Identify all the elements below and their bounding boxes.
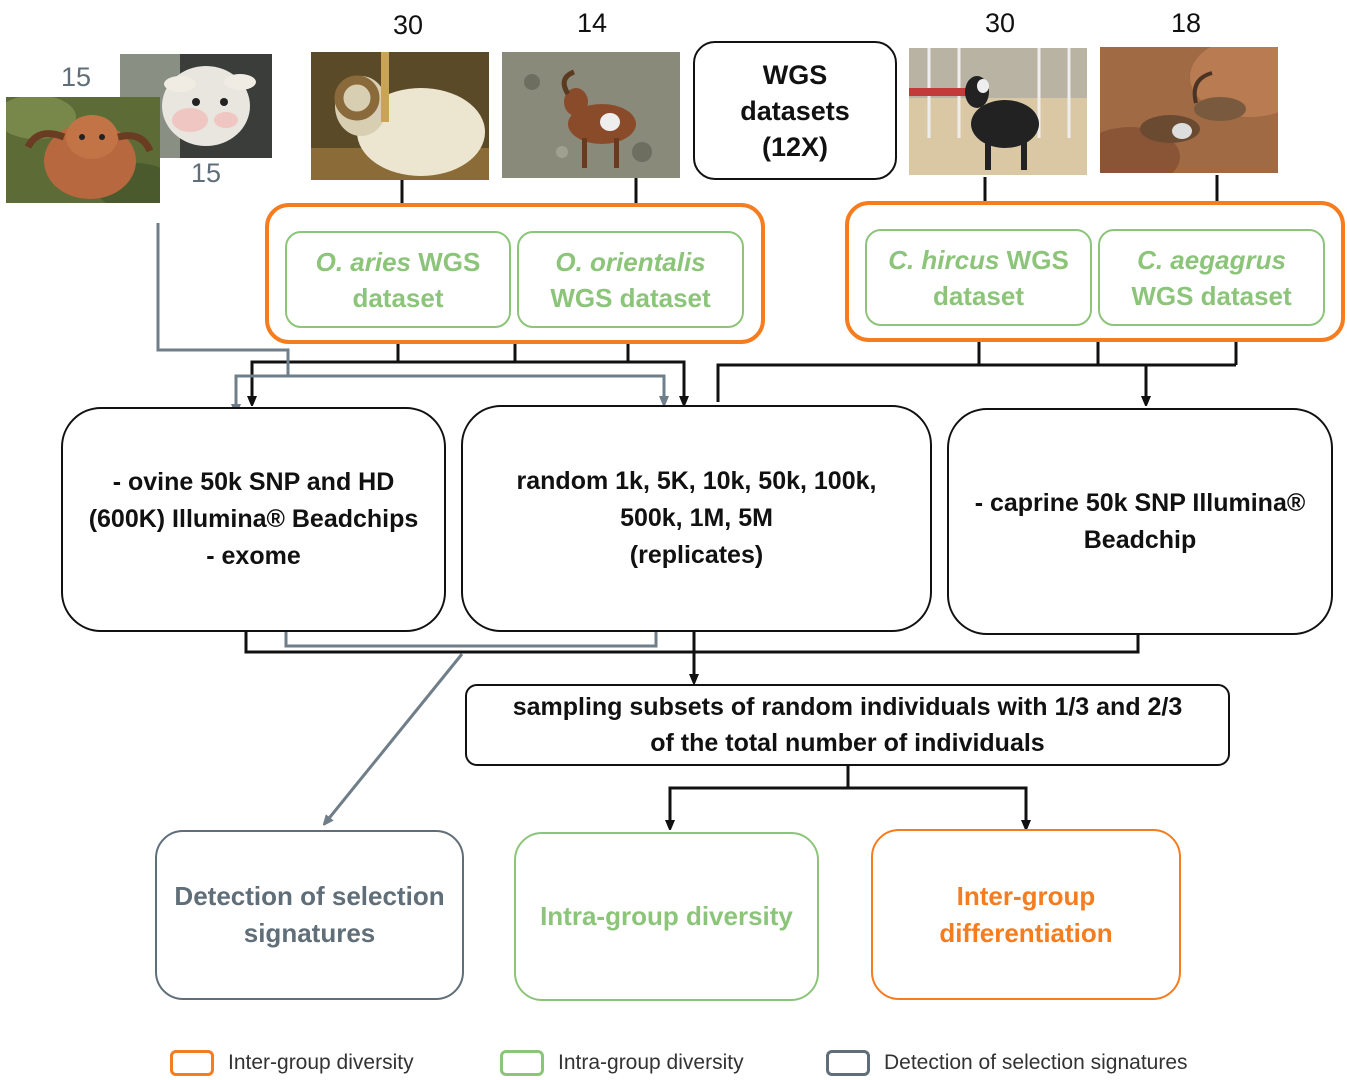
sampling-box: sampling subsets of random individuals w… (465, 684, 1230, 766)
o-aries-photo (311, 52, 489, 180)
legend-selection: Detection of selection signatures (826, 1050, 1188, 1076)
legend-swatch-orange (170, 1050, 214, 1076)
c-hircus-line2: dataset (932, 280, 1025, 311)
ovine-line-1: - ovine 50k SNP and HD (112, 468, 395, 496)
count-sheep-breed-a: 15 (60, 62, 92, 92)
c-aegagrus-photo (1100, 47, 1278, 173)
wgs-line-1: WGS (762, 59, 828, 90)
red-sheep-photo (6, 97, 160, 203)
ovine-panel-box: - ovine 50k SNP and HD (600K) Illumina® … (61, 407, 446, 632)
sampling-line-2: of the total number of individuals (650, 729, 1045, 757)
c-aegagrus-wgs-dataset: C. aegagrus WGS dataset (1098, 229, 1325, 326)
o-orientalis-line2: WGS dataset (550, 282, 711, 313)
selection-signatures-box: Detection of selection signatures (155, 830, 464, 1000)
wgs-line-2: datasets (740, 95, 850, 126)
breed-sample-connector (156, 223, 664, 410)
panel-convergence (244, 630, 1140, 680)
inter-line-2: differentiation (939, 917, 1113, 948)
random-snp-panel-box: random 1k, 5K, 10k, 50k, 100k, 500k, 1M,… (461, 405, 932, 632)
intra-line-1: Intra-group diversity (540, 901, 793, 931)
o-aries-suffix: WGS (411, 246, 481, 277)
count-c-aegagrus: 18 (1170, 8, 1202, 38)
legend-selection-label: Detection of selection signatures (884, 1051, 1188, 1074)
c-hircus-suffix: WGS (999, 244, 1069, 275)
legend-intra-label: Intra-group diversity (558, 1051, 744, 1074)
o-orientalis-wgs-dataset: O. orientalis WGS dataset (517, 231, 744, 328)
o-aries-species: O. aries (315, 246, 412, 277)
legend-swatch-slate (826, 1050, 870, 1076)
ovine-line-3: - exome (206, 542, 301, 570)
c-hircus-wgs-dataset: C. hircus WGS dataset (865, 229, 1092, 326)
o-aries-line2: dataset (352, 282, 444, 313)
random-line-1: random 1k, 5K, 10k, 50k, 100k, (516, 467, 877, 495)
c-hircus-species: C. hircus (888, 244, 1000, 275)
ovine-line-2: (600K) Illumina® Beadchips (88, 505, 419, 533)
o-orientalis-species: O. orientalis (555, 246, 706, 277)
c-aegagrus-line2: WGS dataset (1131, 280, 1292, 311)
count-o-aries: 30 (392, 10, 424, 40)
legend-swatch-green (500, 1050, 544, 1076)
inter-group-differentiation-box: Inter-group differentiation (871, 829, 1181, 1000)
legend-intra-group: Intra-group diversity (500, 1050, 744, 1076)
caprine-line-1: - caprine 50k SNP Illumina® (974, 488, 1306, 517)
selection-feed (284, 628, 658, 822)
wgs-datasets-box: WGS datasets (12X) (693, 41, 897, 180)
count-o-orientalis: 14 (576, 8, 608, 38)
sampling-to-outcomes (670, 766, 1026, 826)
c-aegagrus-species: C. aegagrus (1137, 244, 1286, 275)
random-line-3: (replicates) (629, 541, 764, 569)
intra-group-diversity-box: Intra-group diversity (514, 832, 819, 1001)
legend-inter-label: Inter-group diversity (228, 1051, 414, 1074)
count-sheep-breed-b: 15 (190, 158, 222, 188)
caprine-line-2: Beadchip (1083, 525, 1197, 554)
random-line-2: 500k, 1M, 5M (620, 504, 773, 532)
caprine-panel-box: - caprine 50k SNP Illumina® Beadchip (947, 408, 1333, 635)
selection-line-2: signatures (243, 918, 376, 948)
o-orientalis-photo (502, 52, 680, 178)
c-hircus-photo (909, 48, 1087, 175)
inter-line-1: Inter-group (956, 880, 1096, 911)
o-aries-wgs-dataset: O. aries WGS dataset (285, 231, 511, 328)
selection-line-1: Detection of selection (174, 881, 445, 911)
wgs-line-3: (12X) (761, 131, 829, 162)
count-c-hircus: 30 (984, 8, 1016, 38)
sampling-line-1: sampling subsets of random individuals w… (512, 693, 1183, 721)
legend-inter-group: Inter-group diversity (170, 1050, 414, 1076)
